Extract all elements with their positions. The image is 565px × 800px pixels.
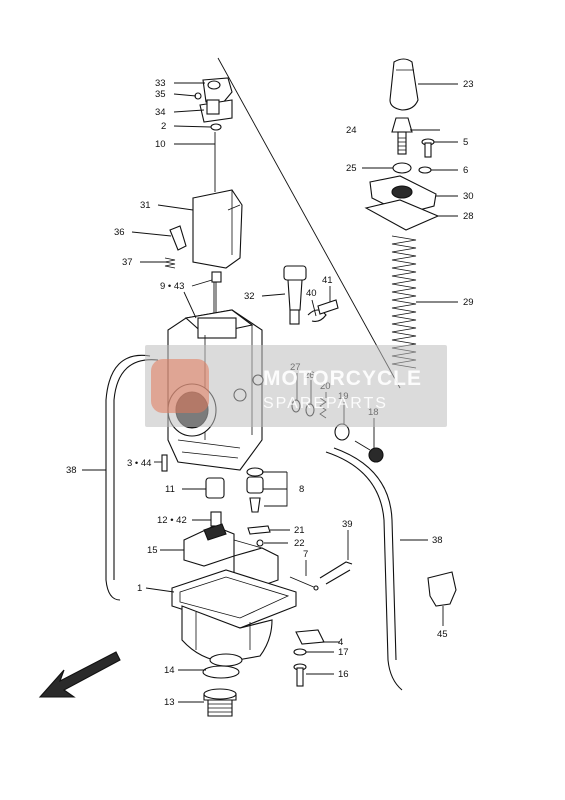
callout-35: 35 <box>155 89 166 100</box>
watermark-line2: SPAREPARTS <box>263 395 388 412</box>
bracket-4 <box>295 629 325 645</box>
watermark-logo-icon <box>151 359 209 413</box>
callout-3-44: 3 • 44 <box>127 458 151 469</box>
cap-23 <box>389 58 419 111</box>
drain-plug-13 <box>203 688 237 717</box>
callout-17: 17 <box>338 647 349 658</box>
pin-7 <box>289 576 317 589</box>
callout-1: 1 <box>137 583 142 594</box>
callout-10: 10 <box>155 139 166 150</box>
callout-15: 15 <box>147 545 158 556</box>
callout-38-left: 38 <box>66 465 77 476</box>
callout-2: 2 <box>161 121 166 132</box>
callout-9-43: 9 • 43 <box>160 281 184 292</box>
callout-24: 24 <box>346 125 357 136</box>
screw-16 <box>293 663 307 687</box>
main-jet-12 <box>210 511 222 527</box>
callout-5: 5 <box>463 137 468 148</box>
callout-4: 4 <box>338 637 343 648</box>
callout-22: 22 <box>294 538 305 549</box>
washer-17 <box>293 648 307 656</box>
callout-36: 36 <box>114 227 125 238</box>
callout-31: 31 <box>140 200 151 211</box>
front-arrow <box>38 651 121 698</box>
callout-23: 23 <box>463 79 474 90</box>
nut-25 <box>392 162 412 174</box>
screw-41 <box>317 299 339 315</box>
callout-45: 45 <box>437 629 448 640</box>
top-cap-part <box>194 77 233 131</box>
callout-25: 25 <box>346 163 357 174</box>
watermark-line1: MOTORCYCLE <box>263 367 422 390</box>
float-bowl <box>171 569 297 667</box>
needle-valve-8 <box>246 467 264 513</box>
callout-34: 34 <box>155 107 166 118</box>
starter-plunger <box>283 265 307 325</box>
spring-37 <box>164 257 176 269</box>
callout-12-42: 12 • 42 <box>157 515 187 526</box>
reference-line <box>217 57 401 389</box>
screw-22 <box>256 539 264 547</box>
jet-needle <box>211 271 222 318</box>
callout-14: 14 <box>164 665 175 676</box>
callout-8: 8 <box>299 484 304 495</box>
callout-41: 41 <box>322 275 333 286</box>
callout-37: 37 <box>122 257 133 268</box>
adjuster-24 <box>391 117 413 155</box>
callout-38-right: 38 <box>432 535 443 546</box>
float-part-11 <box>205 477 225 499</box>
callout-16: 16 <box>338 669 349 680</box>
jet-3 <box>161 454 168 472</box>
washer-6 <box>418 166 432 174</box>
callout-32: 32 <box>244 291 255 302</box>
oring-14 <box>202 665 240 679</box>
hose-39 <box>319 561 353 585</box>
callout-33: 33 <box>155 78 166 89</box>
watermark-overlay: MOTORCYCLE SPAREPARTS <box>145 345 447 427</box>
callout-30: 30 <box>463 191 474 202</box>
callout-40: 40 <box>306 288 317 299</box>
callout-21: 21 <box>294 525 305 536</box>
pilot-screw <box>169 225 187 251</box>
clamp-45 <box>427 571 457 607</box>
callout-28: 28 <box>463 211 474 222</box>
callout-13: 13 <box>164 697 175 708</box>
callout-7: 7 <box>303 549 308 560</box>
callout-29: 29 <box>463 297 474 308</box>
callout-6: 6 <box>463 165 468 176</box>
hose-38-right <box>325 447 403 691</box>
callout-39: 39 <box>342 519 353 530</box>
idle-screw-18 <box>354 440 384 463</box>
screw-5 <box>421 138 435 158</box>
clip-21 <box>247 525 271 535</box>
cover-part <box>192 189 243 269</box>
callout-11: 11 <box>165 484 175 495</box>
pin-7-head <box>313 585 319 591</box>
